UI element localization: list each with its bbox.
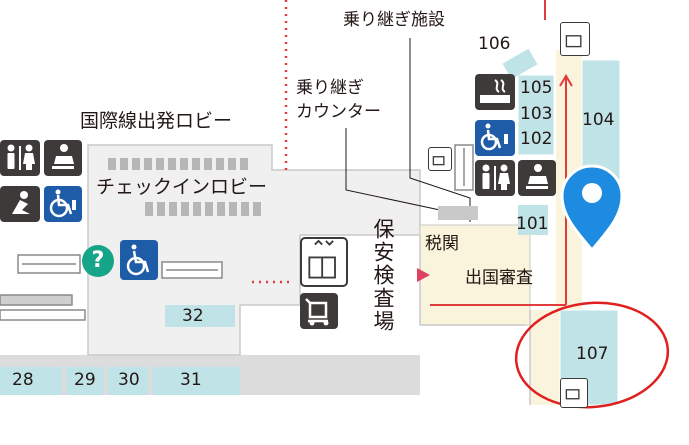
prayer-room-icon[interactable]: [0, 186, 40, 222]
checkin-lobby-label: チェックインロビー: [96, 176, 268, 198]
transfer-counter-label-line1: 乗り継ぎ: [296, 78, 364, 98]
transfer-counter-desk: [438, 206, 478, 220]
gate-31-area: [152, 367, 240, 395]
toilet-icon[interactable]: [0, 140, 40, 176]
highlight-circle: [514, 301, 670, 409]
gate-30-area: [108, 367, 148, 395]
gate-28-area: [0, 367, 62, 395]
gate-28-label: 28: [12, 370, 34, 390]
dotted-lines: [252, 0, 290, 284]
gate-106-area: [502, 48, 538, 80]
gate-102-label: 102: [520, 129, 553, 149]
entry-arrow-icon: [417, 268, 430, 282]
gate-101-area: [518, 205, 548, 235]
location-pin-icon[interactable]: [560, 164, 624, 253]
gate-104-area: [581, 59, 621, 181]
transfer-counter-label-line2: カウンター: [296, 102, 381, 122]
gate-29-label: 29: [74, 370, 96, 390]
accessible-icon[interactable]: [44, 186, 82, 222]
elevator-icon[interactable]: [560, 22, 590, 56]
nursing-room-icon[interactable]: [518, 160, 556, 196]
nursing-room-icon[interactable]: [44, 140, 82, 176]
gate-105-label: 105: [520, 78, 553, 98]
gate-29-area: [66, 367, 104, 395]
departure-lobby-label: 国際線出発ロビー: [80, 110, 233, 132]
gate-104-label: 104: [582, 110, 615, 130]
security-checkpoint-label: 保安検査場: [371, 218, 395, 333]
gate-31-label: 31: [180, 370, 202, 390]
gate-105-103-102-area: [517, 74, 555, 156]
lower-floor: [530, 310, 560, 405]
information-icon[interactable]: ?: [82, 245, 114, 277]
accessible-icon[interactable]: [120, 240, 158, 280]
immigration-floor: [419, 224, 531, 326]
checkin-lobby-area: [87, 144, 421, 356]
elevator-icon[interactable]: [300, 237, 348, 287]
gate-106-label: 106: [478, 34, 511, 54]
escalators: [0, 144, 474, 321]
gate-107-label: 107: [576, 344, 609, 364]
accessible-icon[interactable]: [475, 120, 515, 156]
gate-103-label: 103: [520, 104, 553, 124]
baggage-cart-icon[interactable]: [300, 293, 338, 329]
gate-32-area: [165, 305, 235, 327]
gate-32-label: 32: [182, 306, 204, 326]
toilet-icon[interactable]: [475, 160, 515, 196]
elevator-icon[interactable]: [428, 147, 452, 171]
elevator-icon[interactable]: [560, 378, 588, 408]
immigration-label: 出国審査: [465, 268, 533, 288]
transfer-facility-label: 乗り継ぎ施設: [343, 10, 445, 30]
gate-30-label: 30: [118, 370, 140, 390]
customs-label: 税関: [425, 234, 459, 254]
smoking-room-icon[interactable]: [475, 74, 515, 110]
gate-101-label: 101: [516, 214, 549, 234]
checkin-counters: [108, 158, 261, 216]
